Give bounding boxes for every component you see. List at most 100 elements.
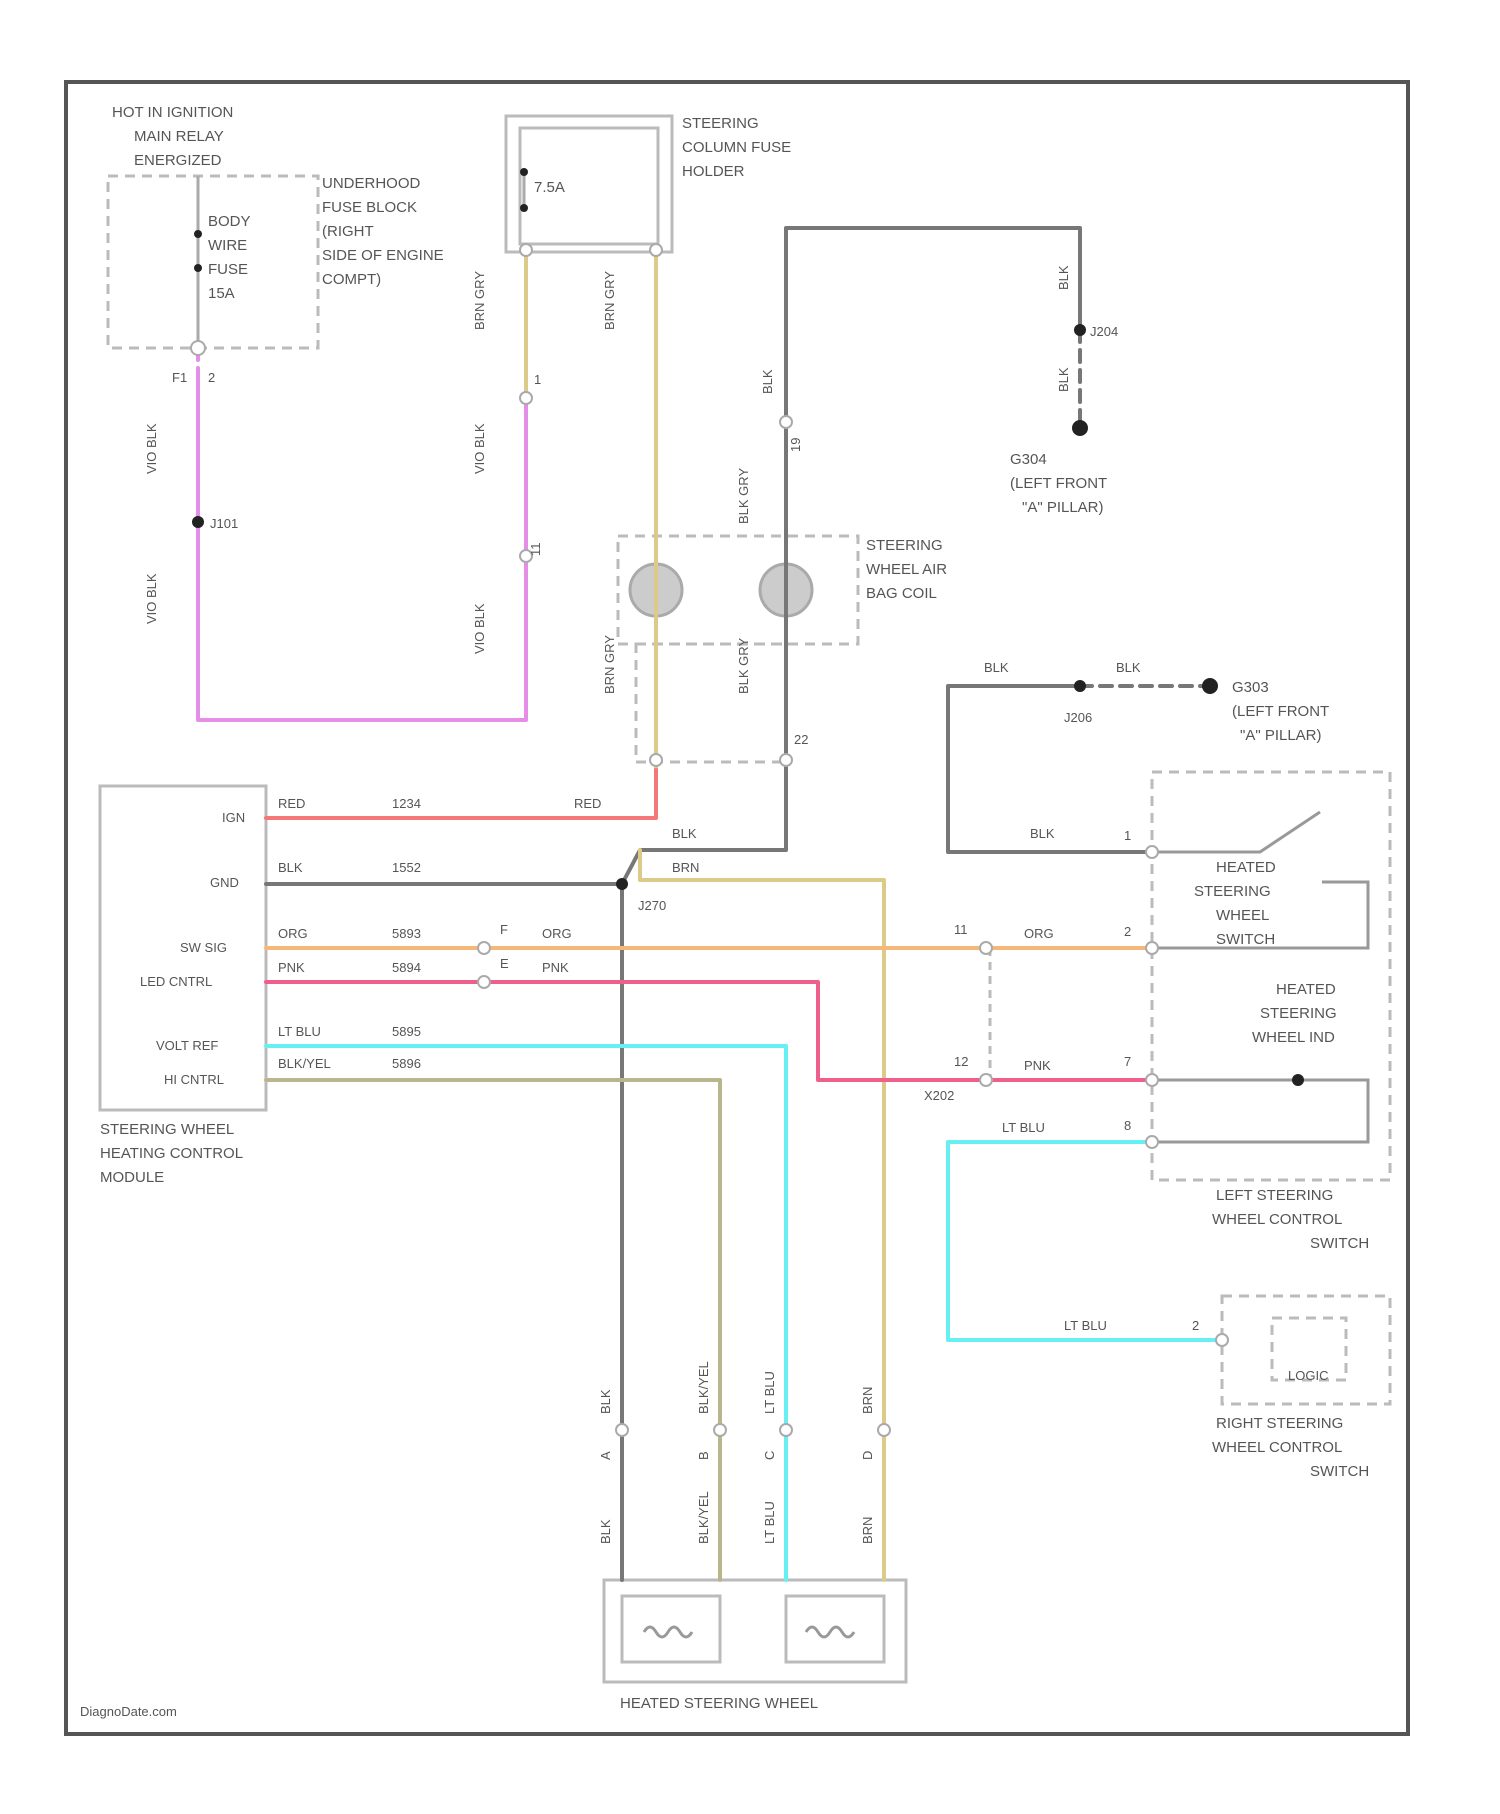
svg-text:SWITCH: SWITCH xyxy=(1216,931,1275,948)
svg-text:BRN: BRN xyxy=(860,1517,875,1544)
svg-text:G304: G304 xyxy=(1010,451,1047,468)
ground-g304 xyxy=(1072,420,1088,436)
right-steering-wheel-control-switch: LOGIC RIGHT STEERING WHEEL CONTROL SWITC… xyxy=(1212,1296,1390,1480)
heated-steering-wheel: HEATED STEERING WHEEL xyxy=(604,1580,906,1712)
svg-text:D: D xyxy=(860,1451,875,1460)
pin-gnd: GND xyxy=(210,875,239,890)
svg-text:RED: RED xyxy=(574,796,601,811)
svg-text:5895: 5895 xyxy=(392,1024,421,1039)
svg-text:LT BLU: LT BLU xyxy=(762,1501,777,1544)
svg-text:BRN GRY: BRN GRY xyxy=(602,635,617,694)
svg-text:1552: 1552 xyxy=(392,860,421,875)
svg-text:J101: J101 xyxy=(210,516,238,531)
svg-text:UNDERHOOD: UNDERHOOD xyxy=(322,175,421,192)
svg-text:WHEEL: WHEEL xyxy=(1216,907,1269,924)
svg-text:MODULE: MODULE xyxy=(100,1169,164,1186)
svg-text:HOLDER: HOLDER xyxy=(682,163,745,180)
svg-text:WHEEL IND: WHEEL IND xyxy=(1252,1029,1335,1046)
svg-text:BLK: BLK xyxy=(278,860,303,875)
svg-text:BLK: BLK xyxy=(984,660,1009,675)
svg-text:"A" PILLAR): "A" PILLAR) xyxy=(1022,499,1104,516)
svg-text:WIRE: WIRE xyxy=(208,237,247,254)
steering-wheel-heating-control-module: IGN GND SW SIG LED CNTRL VOLT REF HI CNT… xyxy=(100,786,266,1186)
svg-text:(RIGHT: (RIGHT xyxy=(322,223,374,240)
svg-text:ORG: ORG xyxy=(542,926,572,941)
wire-brn-wheel xyxy=(640,850,884,1580)
svg-text:STEERING WHEEL: STEERING WHEEL xyxy=(100,1121,234,1138)
svg-text:LT BLU: LT BLU xyxy=(278,1024,321,1039)
logic-label: LOGIC xyxy=(1288,1368,1328,1383)
svg-text:BLK GRY: BLK GRY xyxy=(736,468,751,524)
svg-text:F1: F1 xyxy=(172,370,187,385)
svg-text:1: 1 xyxy=(1124,828,1131,843)
pin-number-labels: F1 2 1 19 11 22 F E 11 12 1 2 7 8 2 A B … xyxy=(172,370,1199,1460)
ground-g303 xyxy=(1202,678,1218,694)
svg-text:7: 7 xyxy=(1124,1054,1131,1069)
svg-text:VIO BLK: VIO BLK xyxy=(472,423,487,474)
svg-text:FUSE BLOCK: FUSE BLOCK xyxy=(322,199,417,216)
svg-text:BLK/YEL: BLK/YEL xyxy=(696,1361,711,1414)
svg-text:J206: J206 xyxy=(1064,710,1092,725)
svg-text:"A" PILLAR): "A" PILLAR) xyxy=(1240,727,1322,744)
splice-j270 xyxy=(616,878,628,890)
svg-text:5893: 5893 xyxy=(392,926,421,941)
svg-text:RIGHT STEERING: RIGHT STEERING xyxy=(1216,1415,1343,1432)
circuit-number-labels: 1234 1552 5893 5894 5895 5896 xyxy=(392,796,421,1071)
svg-text:1: 1 xyxy=(534,372,541,387)
wire-blk-yel-hi xyxy=(266,1080,720,1580)
svg-text:LEFT STEERING: LEFT STEERING xyxy=(1216,1187,1333,1204)
svg-text:F: F xyxy=(500,922,508,937)
svg-text:BLK: BLK xyxy=(1030,826,1055,841)
svg-text:2: 2 xyxy=(1192,1318,1199,1333)
svg-text:LT BLU: LT BLU xyxy=(762,1371,777,1414)
svg-text:ORG: ORG xyxy=(278,926,308,941)
svg-text:BRN GRY: BRN GRY xyxy=(472,271,487,330)
svg-text:(LEFT FRONT: (LEFT FRONT xyxy=(1232,703,1329,720)
body-fuse-label-3: FUSE xyxy=(208,261,248,278)
svg-text:A: A xyxy=(598,1451,613,1460)
svg-text:J204: J204 xyxy=(1090,324,1118,339)
pin-ign: IGN xyxy=(222,810,245,825)
svg-text:PNK: PNK xyxy=(542,960,569,975)
svg-text:FUSE: FUSE xyxy=(208,261,248,278)
svg-text:BRN: BRN xyxy=(672,860,699,875)
svg-text:MAIN RELAY: MAIN RELAY xyxy=(134,128,224,145)
svg-text:BLK/YEL: BLK/YEL xyxy=(696,1491,711,1544)
svg-text:BAG COIL: BAG COIL xyxy=(866,585,937,602)
pin-sw-sig: SW SIG xyxy=(180,940,227,955)
svg-text:PNK: PNK xyxy=(278,960,305,975)
svg-text:LT BLU: LT BLU xyxy=(1064,1318,1107,1333)
svg-text:G303: G303 xyxy=(1232,679,1269,696)
svg-text:19: 19 xyxy=(788,438,803,452)
svg-text:SWITCH: SWITCH xyxy=(1310,1235,1369,1252)
column-fuse-rating: 7.5A xyxy=(534,179,565,196)
svg-text:STEERING: STEERING xyxy=(682,115,759,132)
body-fuse-label-1: BODY xyxy=(208,213,251,230)
splice-j204 xyxy=(1074,324,1086,336)
svg-text:VIO BLK: VIO BLK xyxy=(144,423,159,474)
svg-text:22: 22 xyxy=(794,732,808,747)
svg-text:1234: 1234 xyxy=(392,796,421,811)
svg-text:2: 2 xyxy=(208,370,215,385)
steering-wheel-air-bag-coil: STEERING WHEEL AIR BAG COIL xyxy=(618,536,947,762)
svg-text:STEERING: STEERING xyxy=(1260,1005,1337,1022)
svg-text:ENERGIZED: ENERGIZED xyxy=(134,152,222,169)
heated-steering-wheel-label: HEATED STEERING WHEEL xyxy=(620,1695,818,1712)
led-indicator xyxy=(1292,1074,1304,1086)
svg-text:BRN: BRN xyxy=(860,1387,875,1414)
svg-text:COMPT): COMPT) xyxy=(322,271,381,288)
splice-labels: J101 J204 J206 J270 X202 G304 (LEFT FRON… xyxy=(210,324,1329,1103)
svg-text:BLK: BLK xyxy=(598,1519,613,1544)
wire-lt-blu-switches xyxy=(948,1142,1222,1340)
footer-watermark: DiagnoDate.com xyxy=(80,1704,177,1719)
svg-text:J270: J270 xyxy=(638,898,666,913)
svg-text:2: 2 xyxy=(1124,924,1131,939)
hot-in-ignition-label: HOT IN IGNITION MAIN RELAY ENERGIZED xyxy=(112,104,233,169)
svg-text:8: 8 xyxy=(1124,1118,1131,1133)
svg-text:BLK/YEL: BLK/YEL xyxy=(278,1056,331,1071)
svg-text:BLK: BLK xyxy=(598,1389,613,1414)
svg-text:SIDE OF ENGINE: SIDE OF ENGINE xyxy=(322,247,444,264)
svg-text:BLK: BLK xyxy=(1056,265,1071,290)
svg-text:BLK: BLK xyxy=(1116,660,1141,675)
svg-text:BLK: BLK xyxy=(1056,367,1071,392)
